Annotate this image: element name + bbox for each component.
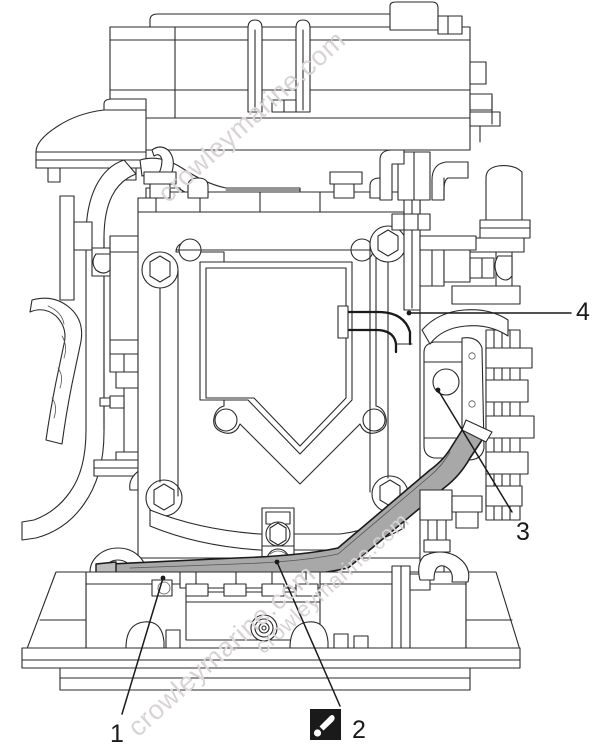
upper-hose-elbow [337, 149, 477, 354]
callout-number-3: 3 [516, 518, 530, 546]
top-cowl-cover [109, 1, 501, 151]
right-hose-stub [418, 551, 470, 583]
tightening-torque-symbol [310, 709, 341, 740]
center-cover-plate [175, 238, 387, 485]
callout-number-1: 1 [110, 720, 124, 748]
callout-number-4: 4 [576, 298, 590, 326]
right-housing [419, 165, 535, 521]
callout-number-2: 2 [352, 716, 366, 744]
engine-base-plate [21, 565, 521, 691]
callout-leaders [121, 310, 572, 715]
